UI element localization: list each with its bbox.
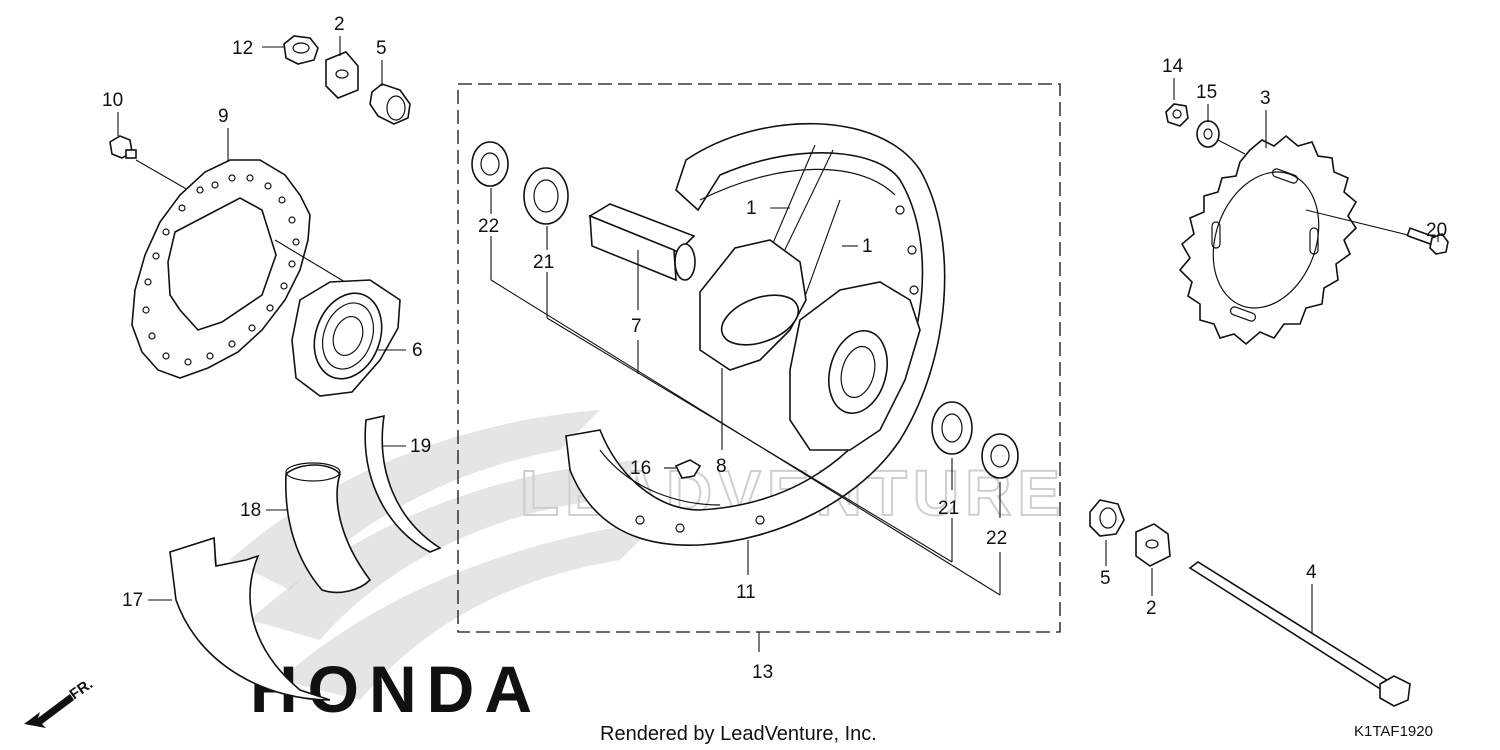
- callout-17[interactable]: 20: [1426, 220, 1447, 241]
- callout-1-a[interactable]: 1: [746, 198, 757, 219]
- callout-12[interactable]: 18: [240, 500, 261, 521]
- pulser-ring-6: [291, 279, 401, 397]
- callout-4[interactable]: 4: [1306, 562, 1317, 583]
- callout-13[interactable]: 19: [410, 436, 431, 457]
- dust-seal-22-left: [471, 141, 509, 187]
- brake-disc-15: [131, 159, 311, 379]
- rim-band-13: [364, 414, 442, 553]
- callout-1-b[interactable]: 1: [862, 236, 873, 257]
- distance-collar-7: [588, 203, 696, 282]
- bolt-16: [109, 135, 137, 159]
- callout-8[interactable]: 8: [716, 456, 727, 477]
- axle-4: [1188, 561, 1411, 707]
- bearing-21-left: [523, 167, 569, 225]
- collar-5-top: [369, 83, 411, 125]
- callout-7[interactable]: 7: [631, 316, 642, 337]
- callout-14[interactable]: 16: [630, 458, 651, 479]
- callout-22-left[interactable]: 22: [478, 216, 499, 237]
- diagram-code: K1TAF1920: [1354, 723, 1433, 740]
- collar-5-right: [1089, 499, 1125, 537]
- spokes-1: [769, 144, 841, 311]
- callout-5-top[interactable]: 5: [376, 38, 387, 59]
- hub-8: [699, 239, 921, 451]
- callout-15[interactable]: 9: [218, 106, 229, 127]
- driven-sprocket-3: [1178, 134, 1358, 346]
- callout-6[interactable]: 6: [412, 340, 423, 361]
- front-direction-arrow: FR.: [24, 675, 96, 728]
- callout-16[interactable]: 10: [102, 90, 123, 111]
- callout-9[interactable]: 13: [752, 662, 773, 683]
- bearing-21-right: [931, 401, 973, 455]
- callout-22-right[interactable]: 22: [986, 528, 1007, 549]
- callout-20[interactable]: 15: [1196, 82, 1217, 103]
- callout-21-left[interactable]: 21: [533, 252, 554, 273]
- valve-cap-14: [674, 459, 702, 479]
- washer-20: [1196, 120, 1220, 148]
- callout-11[interactable]: 17: [122, 590, 143, 611]
- callout-5-right[interactable]: 5: [1100, 568, 1111, 589]
- callout-18[interactable]: 12: [232, 38, 253, 59]
- callout-21-right[interactable]: 21: [938, 498, 959, 519]
- callout-19[interactable]: 14: [1162, 56, 1184, 77]
- rim-10: [565, 122, 946, 546]
- adjuster-block-2-top: [325, 51, 359, 99]
- rendered-by-footer: Rendered by LeadVenture, Inc.: [600, 723, 877, 745]
- flange-nut-18: [283, 35, 319, 65]
- callout-3[interactable]: 3: [1260, 88, 1271, 109]
- callout-labels: 12 2 5 10 9 6 19 18 17 22 21 7 1 1 8 16 …: [102, 14, 1447, 683]
- callout-10[interactable]: 11: [736, 582, 756, 603]
- callout-2-right[interactable]: 2: [1146, 598, 1157, 619]
- dust-seal-22-right: [981, 433, 1019, 479]
- inner-tube-12: [284, 462, 372, 594]
- adjuster-block-2-right: [1135, 523, 1171, 567]
- bolt-17: [1406, 227, 1449, 255]
- tire-11: [169, 536, 331, 701]
- nut-19: [1165, 103, 1189, 127]
- callout-2-top[interactable]: 2: [334, 14, 345, 35]
- assembly-leader-lines: [490, 207, 1001, 596]
